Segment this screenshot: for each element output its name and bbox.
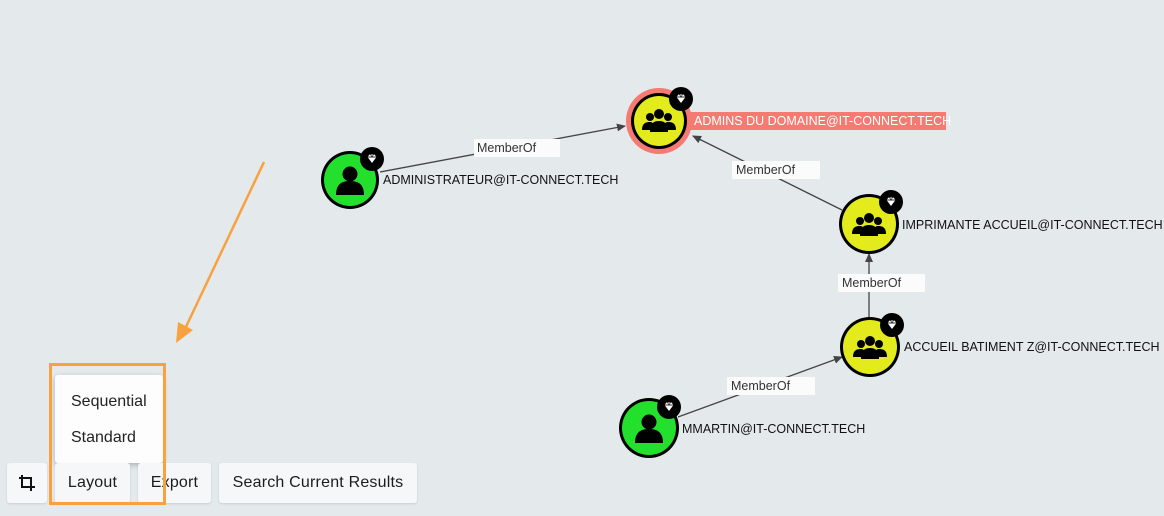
node-imprimante-accueil[interactable]: IMPRIMANTE ACCUEIL@IT-CONNECT.TECH	[839, 190, 1163, 254]
layout-menu: Sequential Standard	[55, 375, 163, 463]
edge-administrateur-to-admins[interactable]: MemberOf	[379, 123, 626, 173]
export-button[interactable]: Export	[138, 463, 211, 503]
gem-icon	[880, 313, 904, 337]
edge-label: MemberOf	[731, 379, 791, 393]
gem-icon	[657, 395, 681, 419]
search-current-results-button[interactable]: Search Current Results	[219, 463, 417, 503]
crop-button[interactable]	[7, 463, 47, 503]
gem-icon	[879, 190, 903, 214]
node-accueil-batiment-z[interactable]: ACCUEIL BATIMENT Z@IT-CONNECT.TECH	[840, 313, 1160, 377]
menu-item-sequential[interactable]: Sequential	[71, 393, 147, 410]
edge-label: MemberOf	[842, 276, 902, 290]
node-label: ADMINS DU DOMAINE@IT-CONNECT.TECH	[694, 114, 951, 128]
edge-mmartin-to-accueil[interactable]: MemberOf	[677, 355, 843, 418]
node-admins-du-domaine[interactable]: ADMINS DU DOMAINE@IT-CONNECT.TECH	[626, 87, 951, 154]
gem-icon	[669, 87, 693, 111]
edge-label: MemberOf	[736, 163, 796, 177]
node-label: ACCUEIL BATIMENT Z@IT-CONNECT.TECH	[904, 340, 1160, 354]
edge-accueil-to-imprimante[interactable]: MemberOf	[838, 253, 925, 318]
menu-item-standard[interactable]: Standard	[71, 429, 136, 446]
node-administrateur[interactable]: ADMINISTRATEUR@IT-CONNECT.TECH	[321, 147, 618, 209]
edge-label: MemberOf	[477, 141, 537, 155]
crop-icon	[19, 475, 35, 491]
edge-imprimante-to-admins[interactable]: MemberOf	[692, 135, 843, 211]
node-mmartin[interactable]: MMARTIN@IT-CONNECT.TECH	[619, 395, 865, 458]
layout-button[interactable]: Layout	[55, 463, 130, 503]
node-label: MMARTIN@IT-CONNECT.TECH	[682, 422, 865, 436]
node-label: ADMINISTRATEUR@IT-CONNECT.TECH	[383, 173, 618, 187]
node-label: IMPRIMANTE ACCUEIL@IT-CONNECT.TECH	[902, 218, 1163, 232]
gem-icon	[360, 147, 384, 171]
